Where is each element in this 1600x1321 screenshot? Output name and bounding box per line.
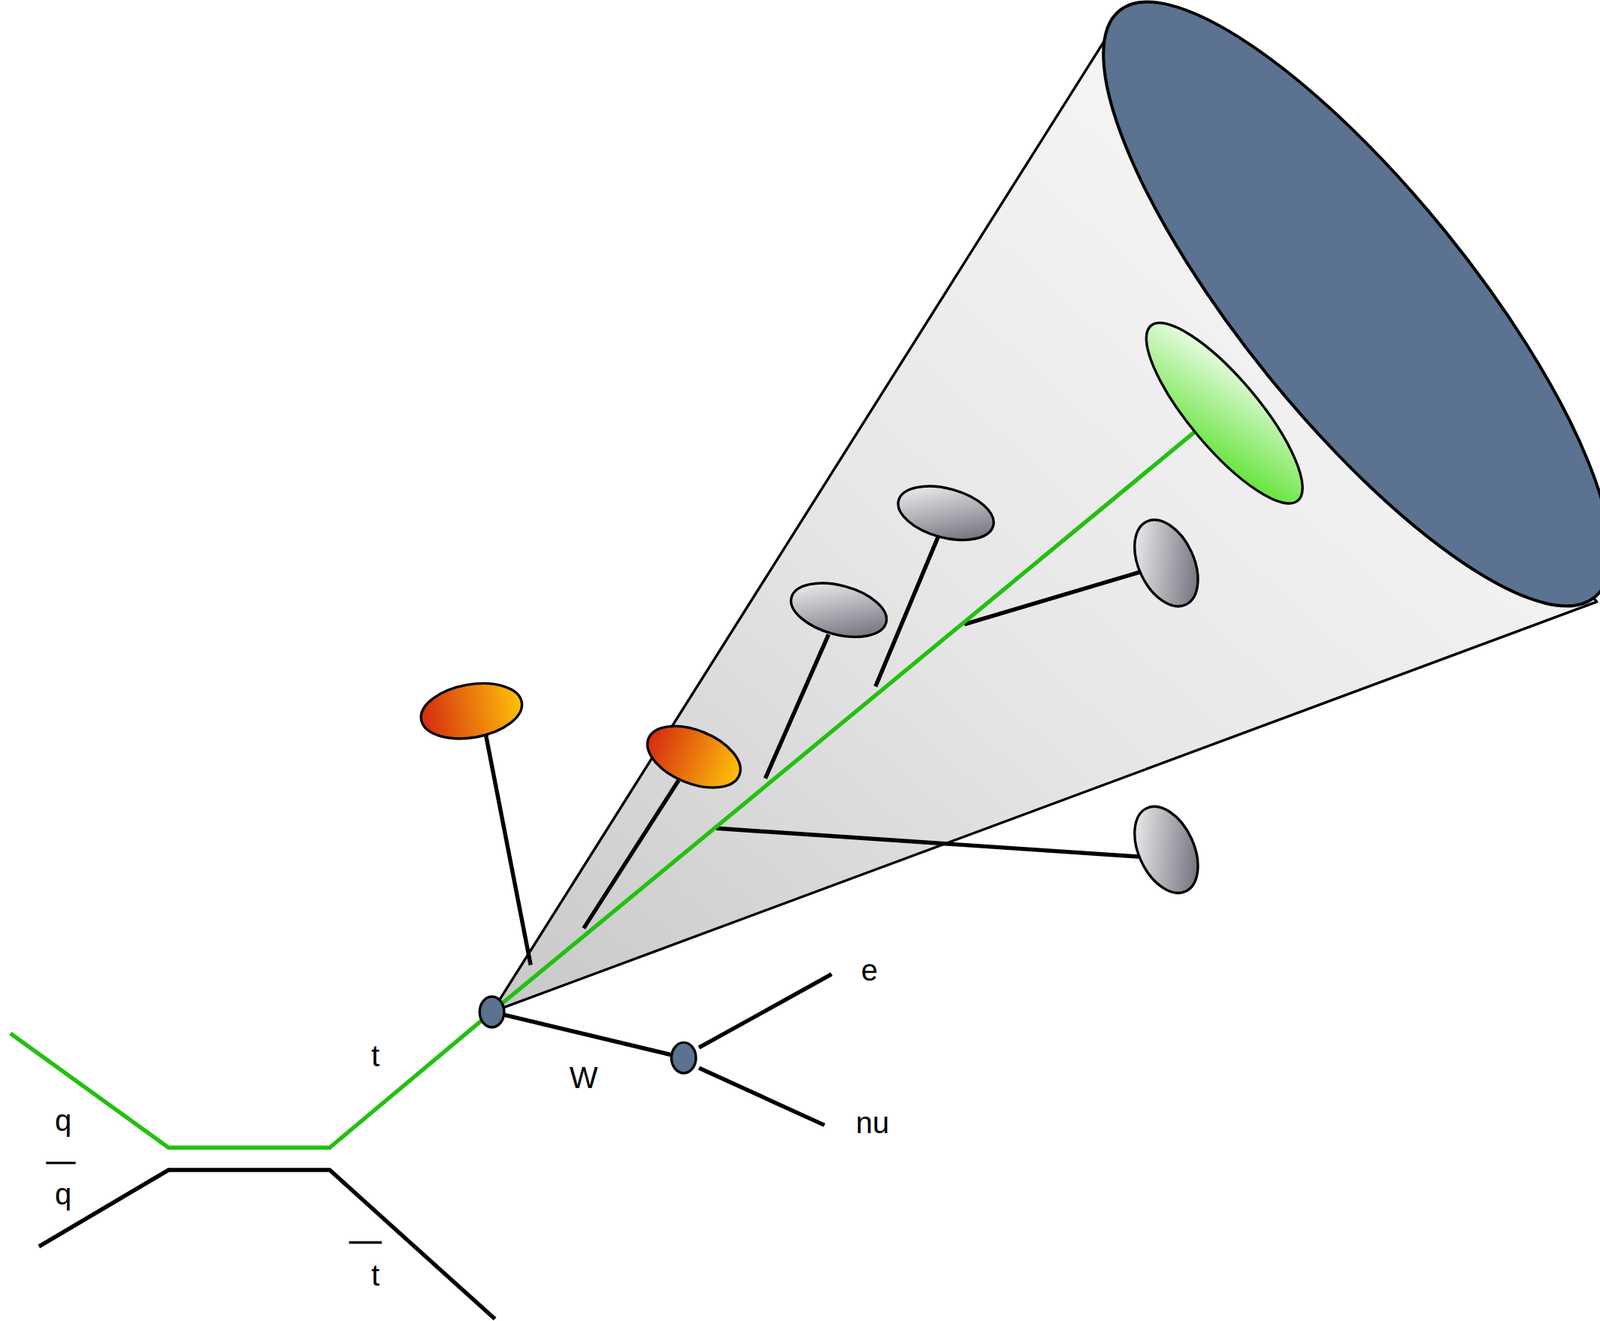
- antiparticle-label: t: [371, 1260, 380, 1291]
- lepton-label: e: [861, 955, 878, 986]
- particle-label: t: [371, 1040, 380, 1071]
- neutrino-label: nu: [855, 1107, 890, 1138]
- boson-label: W: [569, 1062, 599, 1093]
- particle-label: q: [54, 1105, 72, 1136]
- antiparticle-label: q: [54, 1179, 72, 1210]
